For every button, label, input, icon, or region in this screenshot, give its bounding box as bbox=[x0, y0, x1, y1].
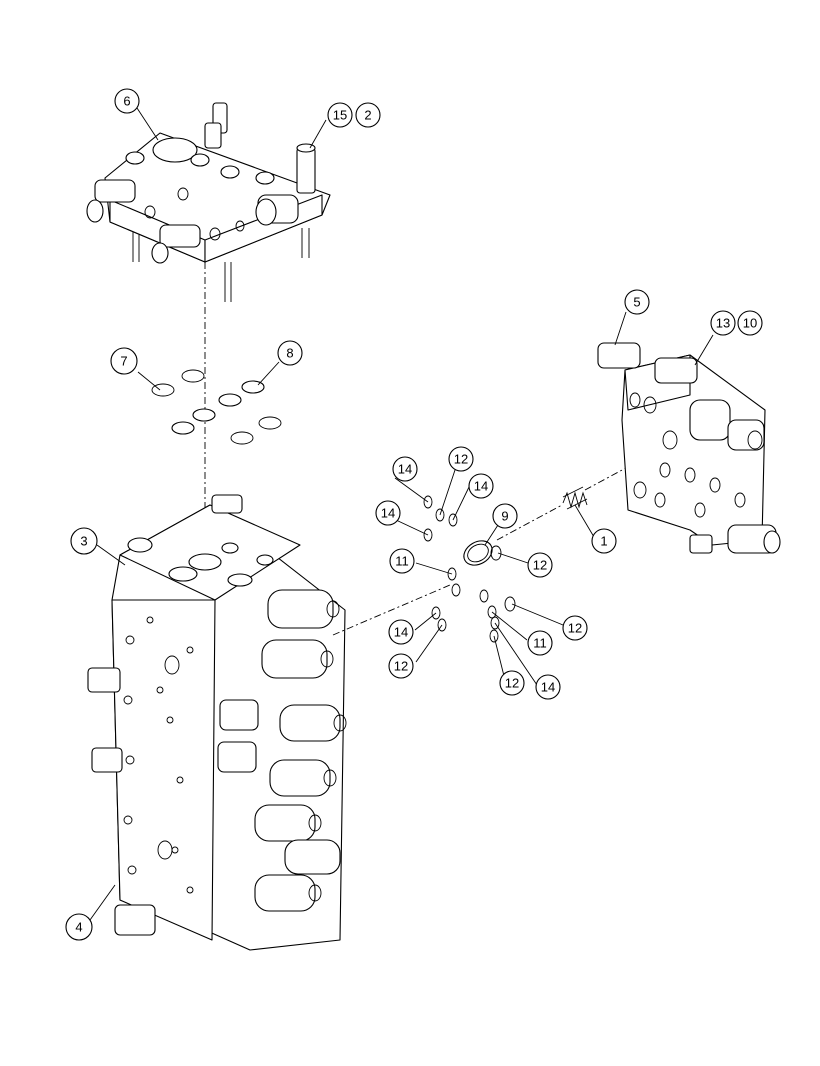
callout-11-b: 11 bbox=[527, 630, 553, 656]
callout-13: 13 bbox=[710, 310, 736, 336]
callout-14-a: 14 bbox=[392, 456, 418, 482]
callout-6: 6 bbox=[114, 88, 140, 114]
svg-text:1: 1 bbox=[600, 534, 607, 549]
svg-text:14: 14 bbox=[474, 479, 488, 494]
callout-1: 1 bbox=[591, 528, 617, 554]
svg-text:14: 14 bbox=[394, 625, 408, 640]
svg-text:9: 9 bbox=[501, 509, 508, 524]
svg-text:5: 5 bbox=[633, 295, 640, 310]
top-valve-assembly bbox=[86, 102, 331, 302]
callout-12-e: 12 bbox=[499, 670, 525, 696]
svg-text:13: 13 bbox=[716, 316, 730, 331]
callout-5: 5 bbox=[624, 289, 650, 315]
callout-7: 7 bbox=[110, 347, 138, 375]
callout-14-b: 14 bbox=[468, 473, 494, 499]
callout-15: 15 bbox=[327, 102, 353, 128]
svg-text:12: 12 bbox=[454, 452, 468, 467]
callout-12-a: 12 bbox=[448, 446, 474, 472]
callout-11-a: 11 bbox=[389, 548, 415, 574]
svg-text:11: 11 bbox=[395, 554, 409, 569]
callout-14-d: 14 bbox=[388, 619, 414, 645]
svg-text:8: 8 bbox=[286, 346, 293, 361]
callout-3: 3 bbox=[70, 527, 98, 555]
center-seals bbox=[423, 495, 516, 643]
leader-lines bbox=[89, 107, 714, 921]
callout-14-c: 14 bbox=[375, 500, 401, 526]
svg-text:12: 12 bbox=[505, 676, 519, 691]
callout-4: 4 bbox=[65, 913, 93, 941]
svg-text:15: 15 bbox=[333, 108, 347, 123]
svg-text:12: 12 bbox=[533, 558, 547, 573]
callout-8: 8 bbox=[277, 340, 303, 366]
svg-text:3: 3 bbox=[80, 534, 87, 549]
svg-text:4: 4 bbox=[75, 920, 82, 935]
callout-2: 2 bbox=[355, 102, 381, 128]
callout-12-d: 12 bbox=[388, 653, 414, 679]
svg-text:10: 10 bbox=[743, 316, 757, 331]
callout-10: 10 bbox=[737, 310, 763, 336]
callout-12-b: 12 bbox=[527, 552, 553, 578]
svg-text:7: 7 bbox=[120, 354, 127, 369]
svg-text:2: 2 bbox=[364, 108, 371, 123]
callout-14-e: 14 bbox=[535, 674, 561, 700]
svg-text:14: 14 bbox=[398, 462, 412, 477]
callout-9: 9 bbox=[492, 503, 518, 529]
svg-text:11: 11 bbox=[533, 636, 547, 651]
svg-text:6: 6 bbox=[123, 94, 130, 109]
svg-text:12: 12 bbox=[568, 621, 582, 636]
main-valve-body bbox=[87, 494, 347, 951]
svg-text:14: 14 bbox=[381, 506, 395, 521]
callout-12-c: 12 bbox=[562, 615, 588, 641]
svg-text:12: 12 bbox=[394, 659, 408, 674]
svg-text:14: 14 bbox=[541, 680, 555, 695]
right-valve-assembly bbox=[597, 342, 781, 554]
spring bbox=[562, 486, 588, 510]
